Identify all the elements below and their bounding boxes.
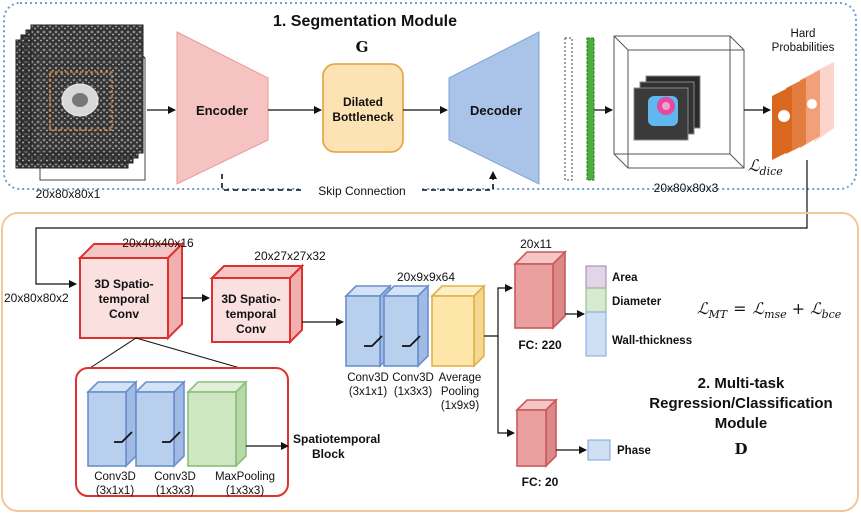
mt-conv2-line1: Conv3D bbox=[392, 372, 434, 384]
st-conv2-line2: (1x3x3) bbox=[156, 485, 195, 497]
block2-dims: 20x27x27x32 bbox=[254, 249, 326, 263]
segmentation-output-cube bbox=[613, 35, 745, 169]
st-conv-block-1 bbox=[77, 241, 185, 341]
st-block-label-line1: Spatiotemporal bbox=[293, 432, 380, 446]
segmentation-title: 1. Segmentation Module bbox=[273, 13, 457, 30]
conv-dims: 20x9x9x64 bbox=[397, 270, 455, 284]
multitask-title-line3: Module bbox=[715, 415, 768, 432]
fc1-label: FC: 220 bbox=[518, 338, 562, 352]
arrow-pool-fc1 bbox=[484, 284, 513, 337]
generator-symbol: G bbox=[356, 38, 369, 56]
st-conv3d-1 bbox=[86, 380, 138, 468]
st-conv-block-2 bbox=[209, 263, 305, 345]
decoder-label: Decoder bbox=[470, 103, 522, 118]
st-conv2-line1: Conv3D bbox=[154, 471, 196, 483]
mt-pool-line3: (1x9x9) bbox=[441, 400, 480, 412]
st-block-label-line2: Block bbox=[312, 447, 345, 461]
fc-20-block bbox=[515, 398, 558, 468]
mt-pool-line2: Pooling bbox=[441, 386, 479, 398]
block2-line2: temporal bbox=[226, 307, 277, 321]
st-pool-line1: MaxPooling bbox=[215, 471, 275, 483]
block2-line1: 3D Spatio- bbox=[221, 292, 280, 306]
st-conv1-line1: Conv3D bbox=[94, 471, 136, 483]
st-maxpooling bbox=[186, 380, 248, 468]
mt-conv3d-2 bbox=[382, 284, 430, 368]
output-phase-label: Phase bbox=[617, 445, 651, 457]
skip-label-bg bbox=[302, 182, 422, 198]
encoder-label: Encoder bbox=[196, 103, 248, 118]
bottleneck-label-line2: Bottleneck bbox=[332, 110, 394, 124]
fc-220-block bbox=[513, 250, 567, 330]
multitask-title-line1: 2. Multi-task bbox=[698, 375, 785, 392]
zoom-line-left bbox=[89, 337, 137, 369]
block1-line3: Conv bbox=[109, 307, 139, 321]
discriminator-symbol: D bbox=[734, 440, 747, 458]
mt-conv1-line1: Conv3D bbox=[347, 372, 389, 384]
output-wall-box bbox=[585, 311, 607, 357]
multitask-input-dims: 20x80x80x2 bbox=[4, 291, 69, 305]
arrow-seg-to-multitask bbox=[35, 160, 808, 288]
st-pool-line2: (1x3x3) bbox=[226, 485, 265, 497]
block1-line2: temporal bbox=[99, 292, 150, 306]
multitask-title-line2: Regression/Classification bbox=[649, 395, 832, 412]
mt-average-pooling bbox=[430, 284, 486, 368]
multitask-loss-formula: ℒMT=ℒmse+ℒbce bbox=[697, 299, 842, 321]
dice-loss: ℒdice bbox=[748, 156, 783, 178]
fc2-label: FC: 20 bbox=[522, 475, 559, 489]
zoom-line-right bbox=[135, 337, 241, 369]
arrow-pool-fc2 bbox=[497, 336, 515, 437]
output-dims-label: 20x80x80x3 bbox=[654, 181, 719, 195]
st-conv1-line2: (3x1x1) bbox=[96, 485, 135, 497]
output-diameter-label: Diameter bbox=[612, 296, 662, 308]
mt-conv2-line2: (1x3x3) bbox=[394, 386, 433, 398]
block1-dims: 20x40x40x16 bbox=[122, 236, 194, 250]
output-layer-dotted bbox=[564, 37, 573, 181]
mt-pool-line1: Average bbox=[439, 372, 482, 384]
encoder-block bbox=[176, 31, 269, 185]
output-area-label: Area bbox=[612, 272, 638, 284]
segmentation-module-border bbox=[3, 2, 857, 190]
bottleneck-block bbox=[322, 63, 404, 153]
skip-connection-label: Skip Connection bbox=[318, 184, 405, 198]
block1-line1: 3D Spatio- bbox=[94, 277, 153, 291]
hard-probabilities-stack bbox=[772, 62, 834, 160]
input-mri-stack bbox=[15, 24, 146, 181]
output-wall-label: Wall-thickness bbox=[612, 335, 692, 347]
output-area-box bbox=[585, 265, 607, 289]
decoder-block bbox=[448, 31, 540, 185]
bottleneck-label-line1: Dilated bbox=[343, 95, 383, 109]
output-phase-box bbox=[587, 439, 611, 461]
multitask-module-border bbox=[1, 212, 859, 512]
block2-line3: Conv bbox=[236, 322, 266, 336]
hard-prob-label-line1: Hard bbox=[791, 28, 816, 40]
st-conv3d-2 bbox=[134, 380, 186, 468]
output-layer-green bbox=[586, 37, 595, 181]
mt-conv1-line2: (3x1x1) bbox=[349, 386, 388, 398]
fc1-dims: 20x11 bbox=[520, 237, 552, 251]
input-dims-label: 20x80x80x1 bbox=[36, 187, 101, 201]
hard-prob-label-line2: Probabilities bbox=[772, 42, 835, 54]
output-diameter-box bbox=[585, 287, 607, 313]
